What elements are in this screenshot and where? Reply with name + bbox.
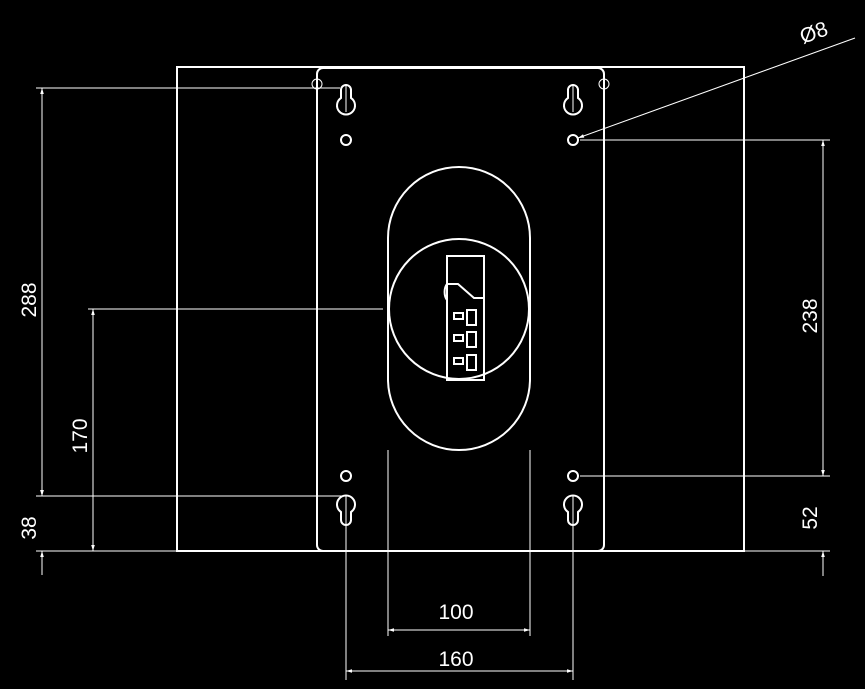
socket-component <box>443 255 485 381</box>
mounting-holes <box>340 134 579 482</box>
dim-238-label: 238 <box>799 298 822 333</box>
dim-170-label: 170 <box>69 418 92 453</box>
keyhole-slots <box>336 84 583 526</box>
diameter-label: Ø8 <box>797 17 831 48</box>
dim-100-label: 100 <box>438 601 473 624</box>
dim-38-label: 38 <box>18 516 41 539</box>
dim-52-label: 52 <box>799 506 822 529</box>
dim-288-label: 288 <box>18 282 41 317</box>
stadium-cutout <box>387 166 531 451</box>
extension-lines <box>36 87 830 680</box>
dimension-lines <box>40 37 856 673</box>
dim-160-label: 160 <box>438 648 473 671</box>
